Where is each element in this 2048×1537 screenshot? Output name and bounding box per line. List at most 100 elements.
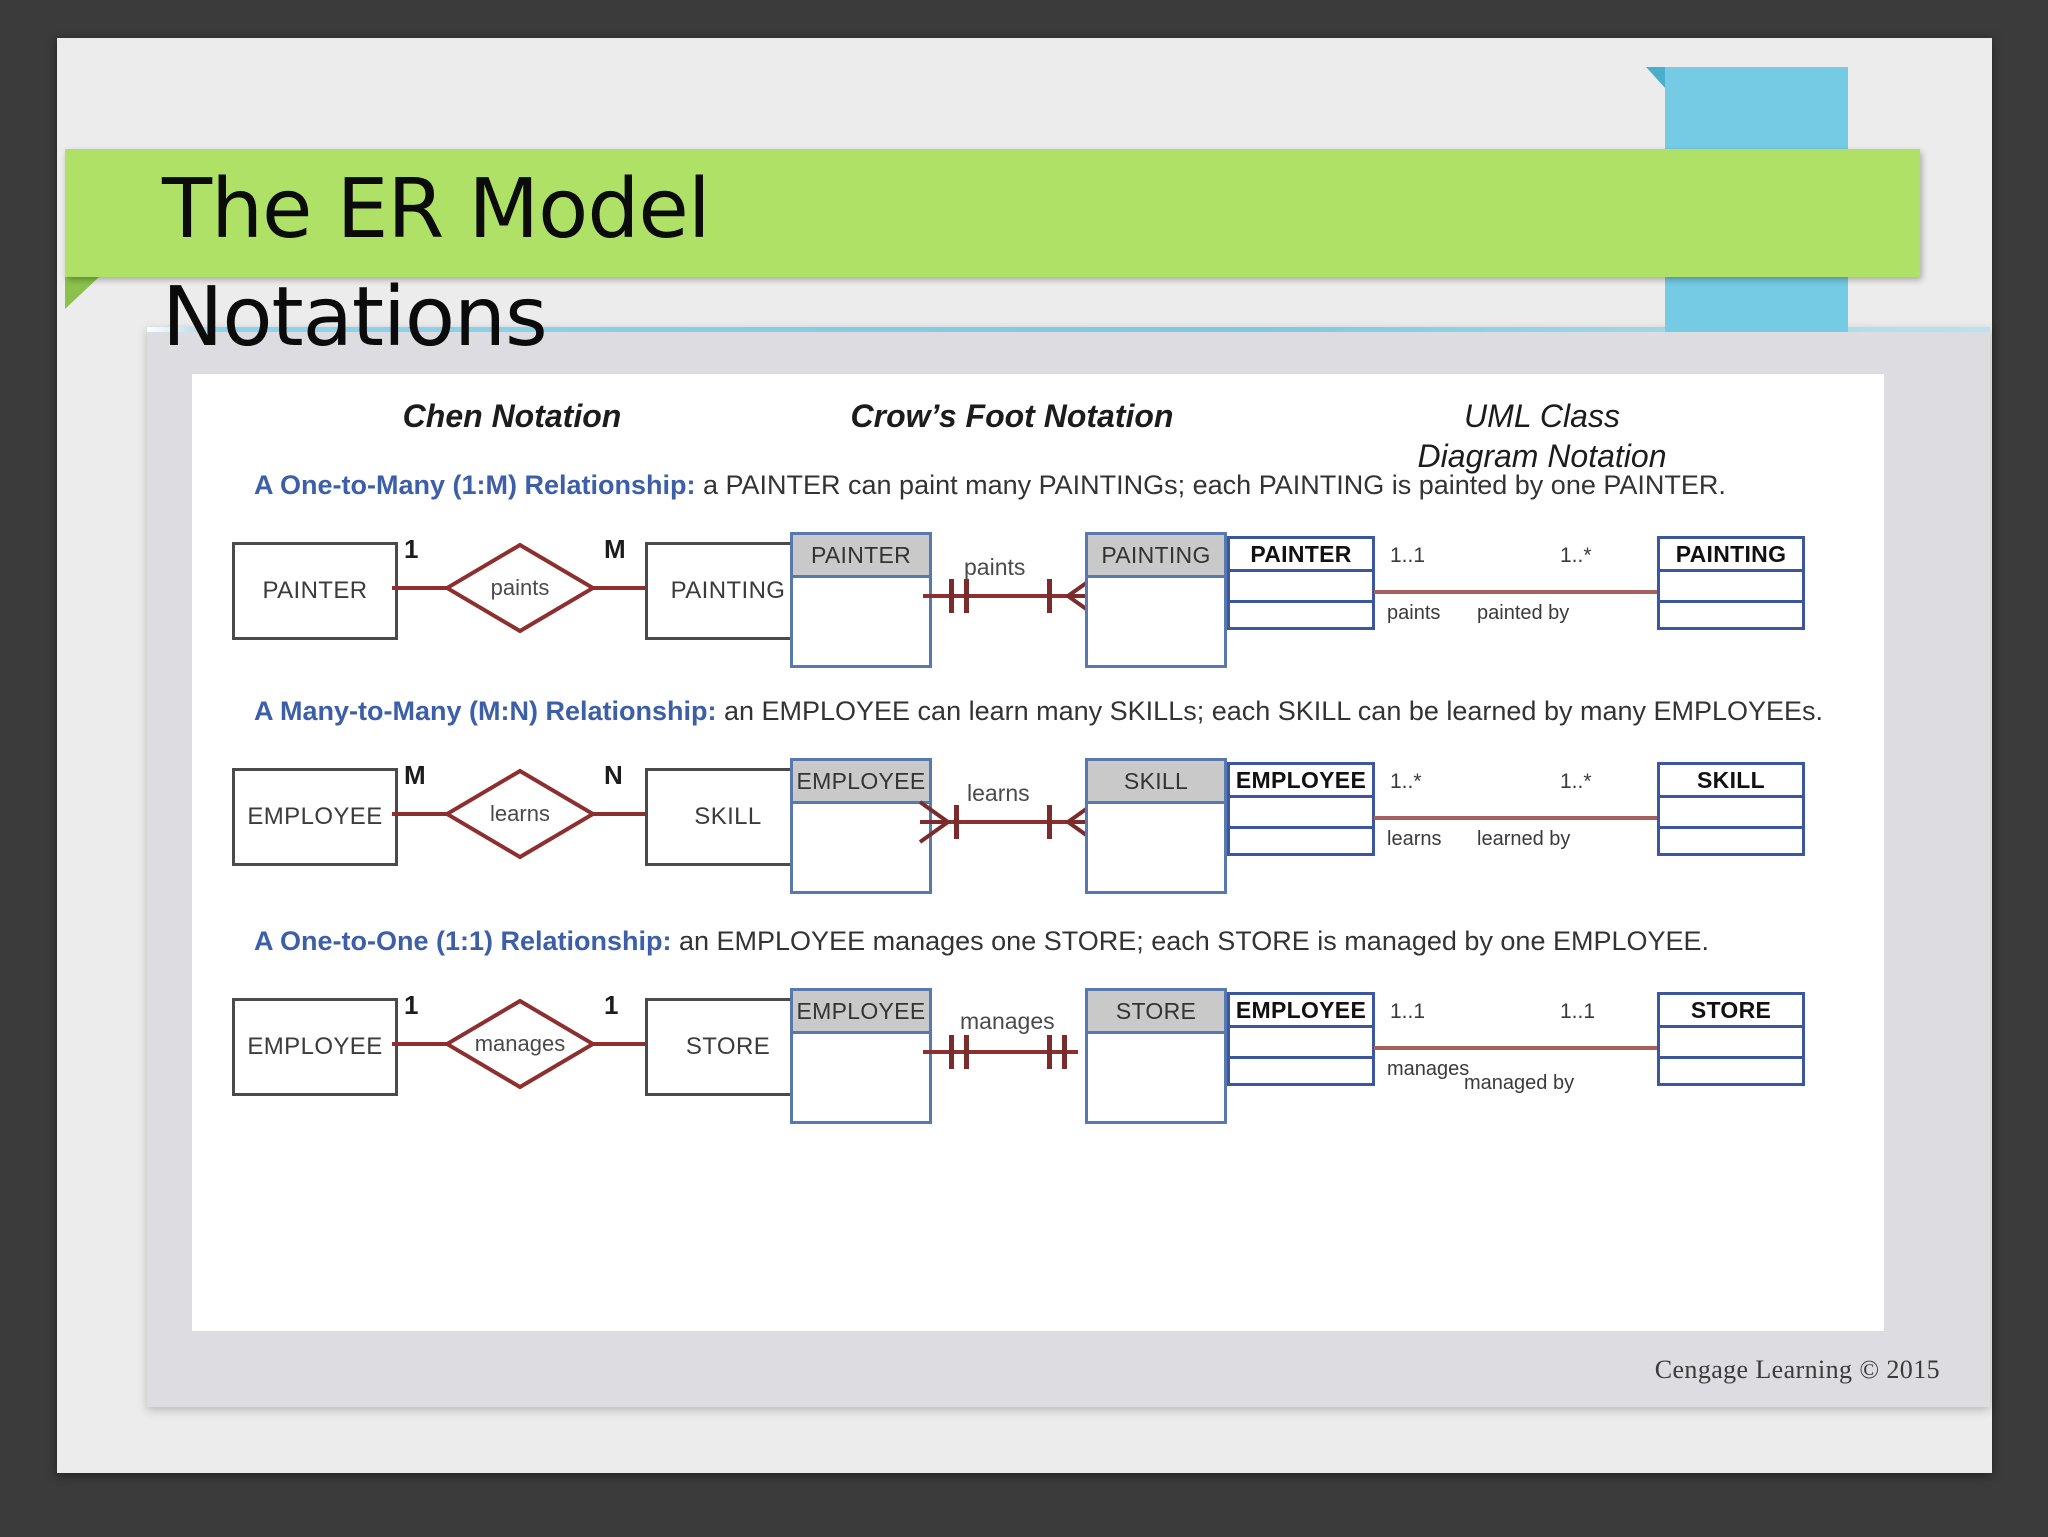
chen-connector-right-3 [593, 1042, 648, 1046]
relationship-caption-2-text: an EMPLOYEE can learn many SKILLs; each … [716, 696, 1824, 726]
crow-connector-2 [923, 820, 1078, 824]
column-header-uml: UML Class Diagram Notation [1417, 398, 1667, 474]
crow-entity-left-3: EMPLOYEE [790, 988, 932, 1124]
uml-class-left-1-name: PAINTER [1230, 539, 1372, 572]
diamond-shape-icon [443, 542, 597, 634]
uml-class-left-3-name: EMPLOYEE [1230, 995, 1372, 1028]
crow-entity-left-1: PAINTER [790, 532, 932, 668]
uml-multiplicity-left-1: 1..1 [1390, 544, 1426, 567]
chen-cardinality-right-1: M [604, 534, 626, 564]
uml-class-right-2-attributes [1660, 798, 1802, 829]
uml-class-right-3: STORE [1657, 992, 1805, 1086]
crow-entity-left-3-header: EMPLOYEE [793, 991, 929, 1034]
crow-entity-left-2-header: EMPLOYEE [793, 761, 929, 804]
chen-relationship-label-1: paints [490, 575, 550, 600]
uml-class-left-1-attributes [1230, 572, 1372, 603]
chen-entity-left-3: EMPLOYEE [232, 998, 398, 1096]
chen-entity-right-2: SKILL [645, 768, 811, 866]
er-notation-figure: Chen Notation Crow’s Foot Notation UML C… [192, 374, 1884, 1331]
copyright-credit: Cengage Learning © 2015 [1654, 1355, 1940, 1384]
uml-role-right-3: managed by [1464, 1072, 1575, 1094]
crow-foot-many-icon-left-2 [918, 800, 952, 844]
crow-entity-right-3-header: STORE [1088, 991, 1224, 1034]
slide-canvas: The ER Model Notations Chen Notation Cro… [57, 38, 1992, 1473]
uml-role-right-2: learned by [1477, 828, 1571, 850]
uml-multiplicity-right-2: 1..* [1560, 770, 1592, 793]
relationship-caption-3: A One-to-One (1:1) Relationship: an EMPL… [254, 926, 1854, 957]
uml-class-right-2-name: SKILL [1660, 765, 1802, 798]
figure-matte: Chen Notation Crow’s Foot Notation UML C… [147, 332, 1990, 1407]
uml-role-left-1: paints [1387, 602, 1441, 624]
page-title: The ER Model Notations [162, 162, 711, 365]
crow-entity-right-2-header: SKILL [1088, 761, 1224, 804]
crow-entity-left-1-header: PAINTER [793, 535, 929, 578]
diamond-shape-icon [443, 998, 597, 1090]
uml-association-1 [1374, 590, 1659, 594]
title-banner [65, 149, 1920, 277]
chen-relationship-label-2: learns [490, 801, 550, 826]
uml-role-left-2: learns [1387, 828, 1442, 850]
chen-entity-left-1: PAINTER [232, 542, 398, 640]
uml-class-right-1-attributes [1660, 572, 1802, 603]
crow-connector-1 [923, 594, 1078, 598]
chen-relationship-diamond-2: learns [443, 768, 597, 860]
uml-class-right-1-name: PAINTING [1660, 539, 1802, 572]
crow-one-tick-b-1 [964, 579, 969, 613]
chen-relationship-label-3: manages [474, 1031, 566, 1056]
crow-entity-right-1-header: PAINTING [1088, 535, 1224, 578]
uml-class-left-3-attributes [1230, 1028, 1372, 1059]
crow-one-tick-left-2 [954, 805, 959, 839]
chen-cardinality-left-1: 1 [404, 534, 419, 564]
blue-ribbon-fold [1646, 67, 1666, 89]
uml-class-right-3-name: STORE [1660, 995, 1802, 1028]
chen-entity-left-2: EMPLOYEE [232, 768, 398, 866]
chen-cardinality-left-2: M [404, 760, 426, 790]
chen-connector-left-2 [392, 812, 447, 816]
crow-one-tick-b-3 [964, 1035, 969, 1069]
chen-connector-left-1 [392, 586, 447, 590]
column-header-chen: Chen Notation [402, 398, 622, 434]
crow-entity-right-2: SKILL [1085, 758, 1227, 894]
diamond-shape-icon [443, 768, 597, 860]
chen-relationship-diamond-3: manages [443, 998, 597, 1090]
crow-entity-right-1: PAINTING [1085, 532, 1227, 668]
crow-connector-3 [923, 1050, 1078, 1054]
uml-association-3 [1374, 1046, 1659, 1050]
crow-relationship-label-3: manages [960, 1008, 1055, 1034]
crow-one-tick-a-1 [949, 579, 954, 613]
uml-class-left-2: EMPLOYEE [1227, 762, 1375, 856]
chen-connector-left-3 [392, 1042, 447, 1046]
notation-row-3: EMPLOYEE manages STORE 1 1 EMPLOYEE [192, 970, 1884, 1150]
chen-cardinality-left-3: 1 [404, 990, 419, 1020]
notation-row-2: EMPLOYEE learns SKILL M N EMPLOYEE [192, 740, 1884, 920]
title-banner-fold [65, 277, 99, 309]
uml-multiplicity-left-3: 1..1 [1390, 1000, 1426, 1023]
uml-multiplicity-right-3: 1..1 [1560, 1000, 1596, 1023]
crow-one-tick-d-3 [1062, 1035, 1067, 1069]
chen-entity-right-1: PAINTING [645, 542, 811, 640]
uml-multiplicity-right-1: 1..* [1560, 544, 1592, 567]
relationship-caption-1-accent: A One-to-Many (1:M) Relationship: [254, 470, 696, 500]
uml-role-right-1: painted by [1477, 602, 1570, 624]
uml-class-right-1: PAINTING [1657, 536, 1805, 630]
crow-one-tick-c-3 [1047, 1035, 1052, 1069]
uml-class-left-2-attributes [1230, 798, 1372, 829]
chen-cardinality-right-3: 1 [604, 990, 619, 1020]
crow-one-tick-right-2 [1047, 805, 1052, 839]
uml-class-left-2-name: EMPLOYEE [1230, 765, 1372, 798]
chen-cardinality-right-2: N [604, 760, 623, 790]
chen-entity-right-3: STORE [645, 998, 811, 1096]
crow-one-tick-c-1 [1047, 579, 1052, 613]
uml-class-right-2: SKILL [1657, 762, 1805, 856]
relationship-caption-1-text: a PAINTER can paint many PAINTINGs; each… [695, 470, 1726, 500]
figure-picture-frame: Chen Notation Crow’s Foot Notation UML C… [147, 327, 1990, 1407]
uml-role-left-3: manages [1387, 1058, 1470, 1080]
relationship-caption-1: A One-to-Many (1:M) Relationship: a PAIN… [254, 470, 1854, 501]
uml-class-left-3: EMPLOYEE [1227, 992, 1375, 1086]
notation-row-1: PAINTER paints PAINTING 1 M PAINTER [192, 514, 1884, 694]
crow-one-tick-a-3 [949, 1035, 954, 1069]
crow-entity-left-2: EMPLOYEE [790, 758, 932, 894]
relationship-caption-2: A Many-to-Many (M:N) Relationship: an EM… [254, 696, 1854, 727]
uml-class-right-3-attributes [1660, 1028, 1802, 1059]
figure-top-accent-line [147, 327, 1990, 332]
